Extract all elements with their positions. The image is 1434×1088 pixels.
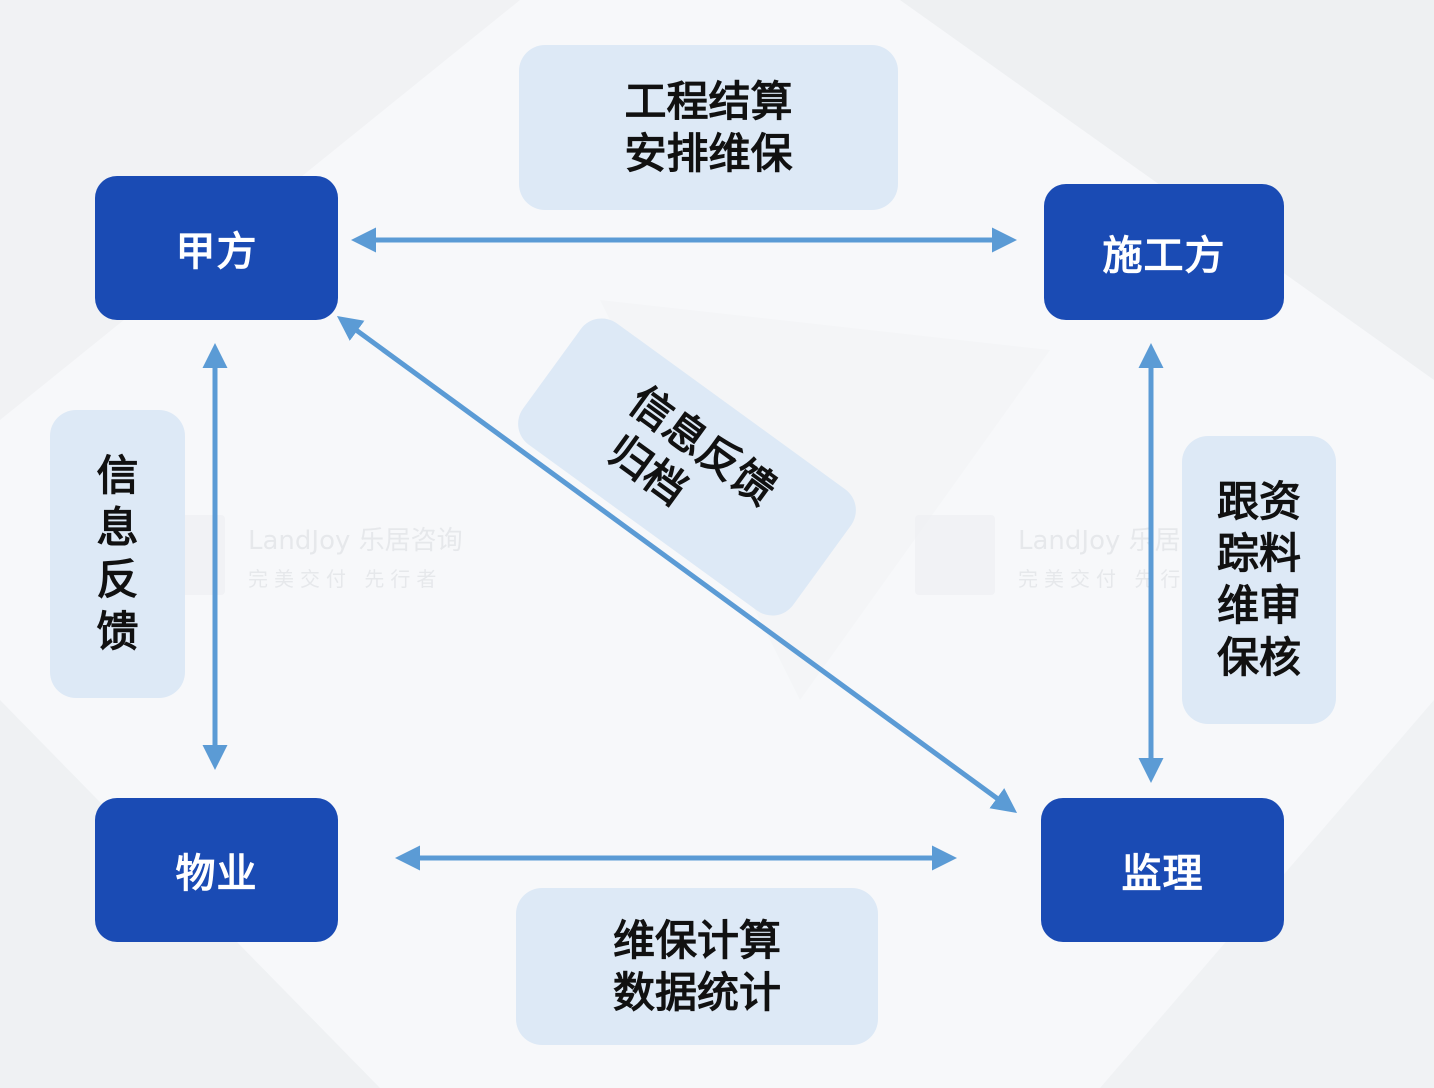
watermark-left: LandJoy 乐居咨询 完美交付 先行者 <box>248 520 463 592</box>
watermark-slogan: 完美交付 先行者 <box>248 567 443 591</box>
label-char: 馈 <box>96 607 139 656</box>
watermark-slogan: 完美交付 先行者 <box>1018 567 1213 591</box>
label-line: 工程结算 <box>624 76 793 126</box>
label-line: 维保计算 <box>612 915 781 965</box>
label-line: 维审 <box>1216 581 1301 630</box>
label-line: 数据统计 <box>612 967 781 1017</box>
label-line: 跟资 <box>1216 477 1301 526</box>
watermark-right: LandJoy 乐居咨询 完美交付 先行者 <box>1018 520 1233 592</box>
label-char: 息 <box>96 503 139 552</box>
label-line: 保核 <box>1216 633 1301 682</box>
watermark-brand: LandJoy 乐居咨询 <box>248 526 463 556</box>
label-line: 踪料 <box>1216 529 1301 578</box>
node-property[interactable]: 物业 <box>95 798 338 942</box>
node-client[interactable]: 甲方 <box>95 176 338 320</box>
label-tracking-review: 跟资 踪料 维审 保核 <box>1182 436 1336 724</box>
node-contractor[interactable]: 施工方 <box>1044 184 1284 320</box>
watermark-logo-right <box>915 515 995 595</box>
label-char: 反 <box>96 555 139 604</box>
node-supervisor[interactable]: 监理 <box>1041 798 1284 942</box>
label-settlement: 工程结算 安排维保 <box>519 45 898 210</box>
label-feedback-vertical: 信 息 反 馈 <box>50 410 185 698</box>
label-char: 信 <box>96 451 139 500</box>
label-line: 安排维保 <box>624 128 793 178</box>
label-maintenance-stats: 维保计算 数据统计 <box>516 888 878 1045</box>
